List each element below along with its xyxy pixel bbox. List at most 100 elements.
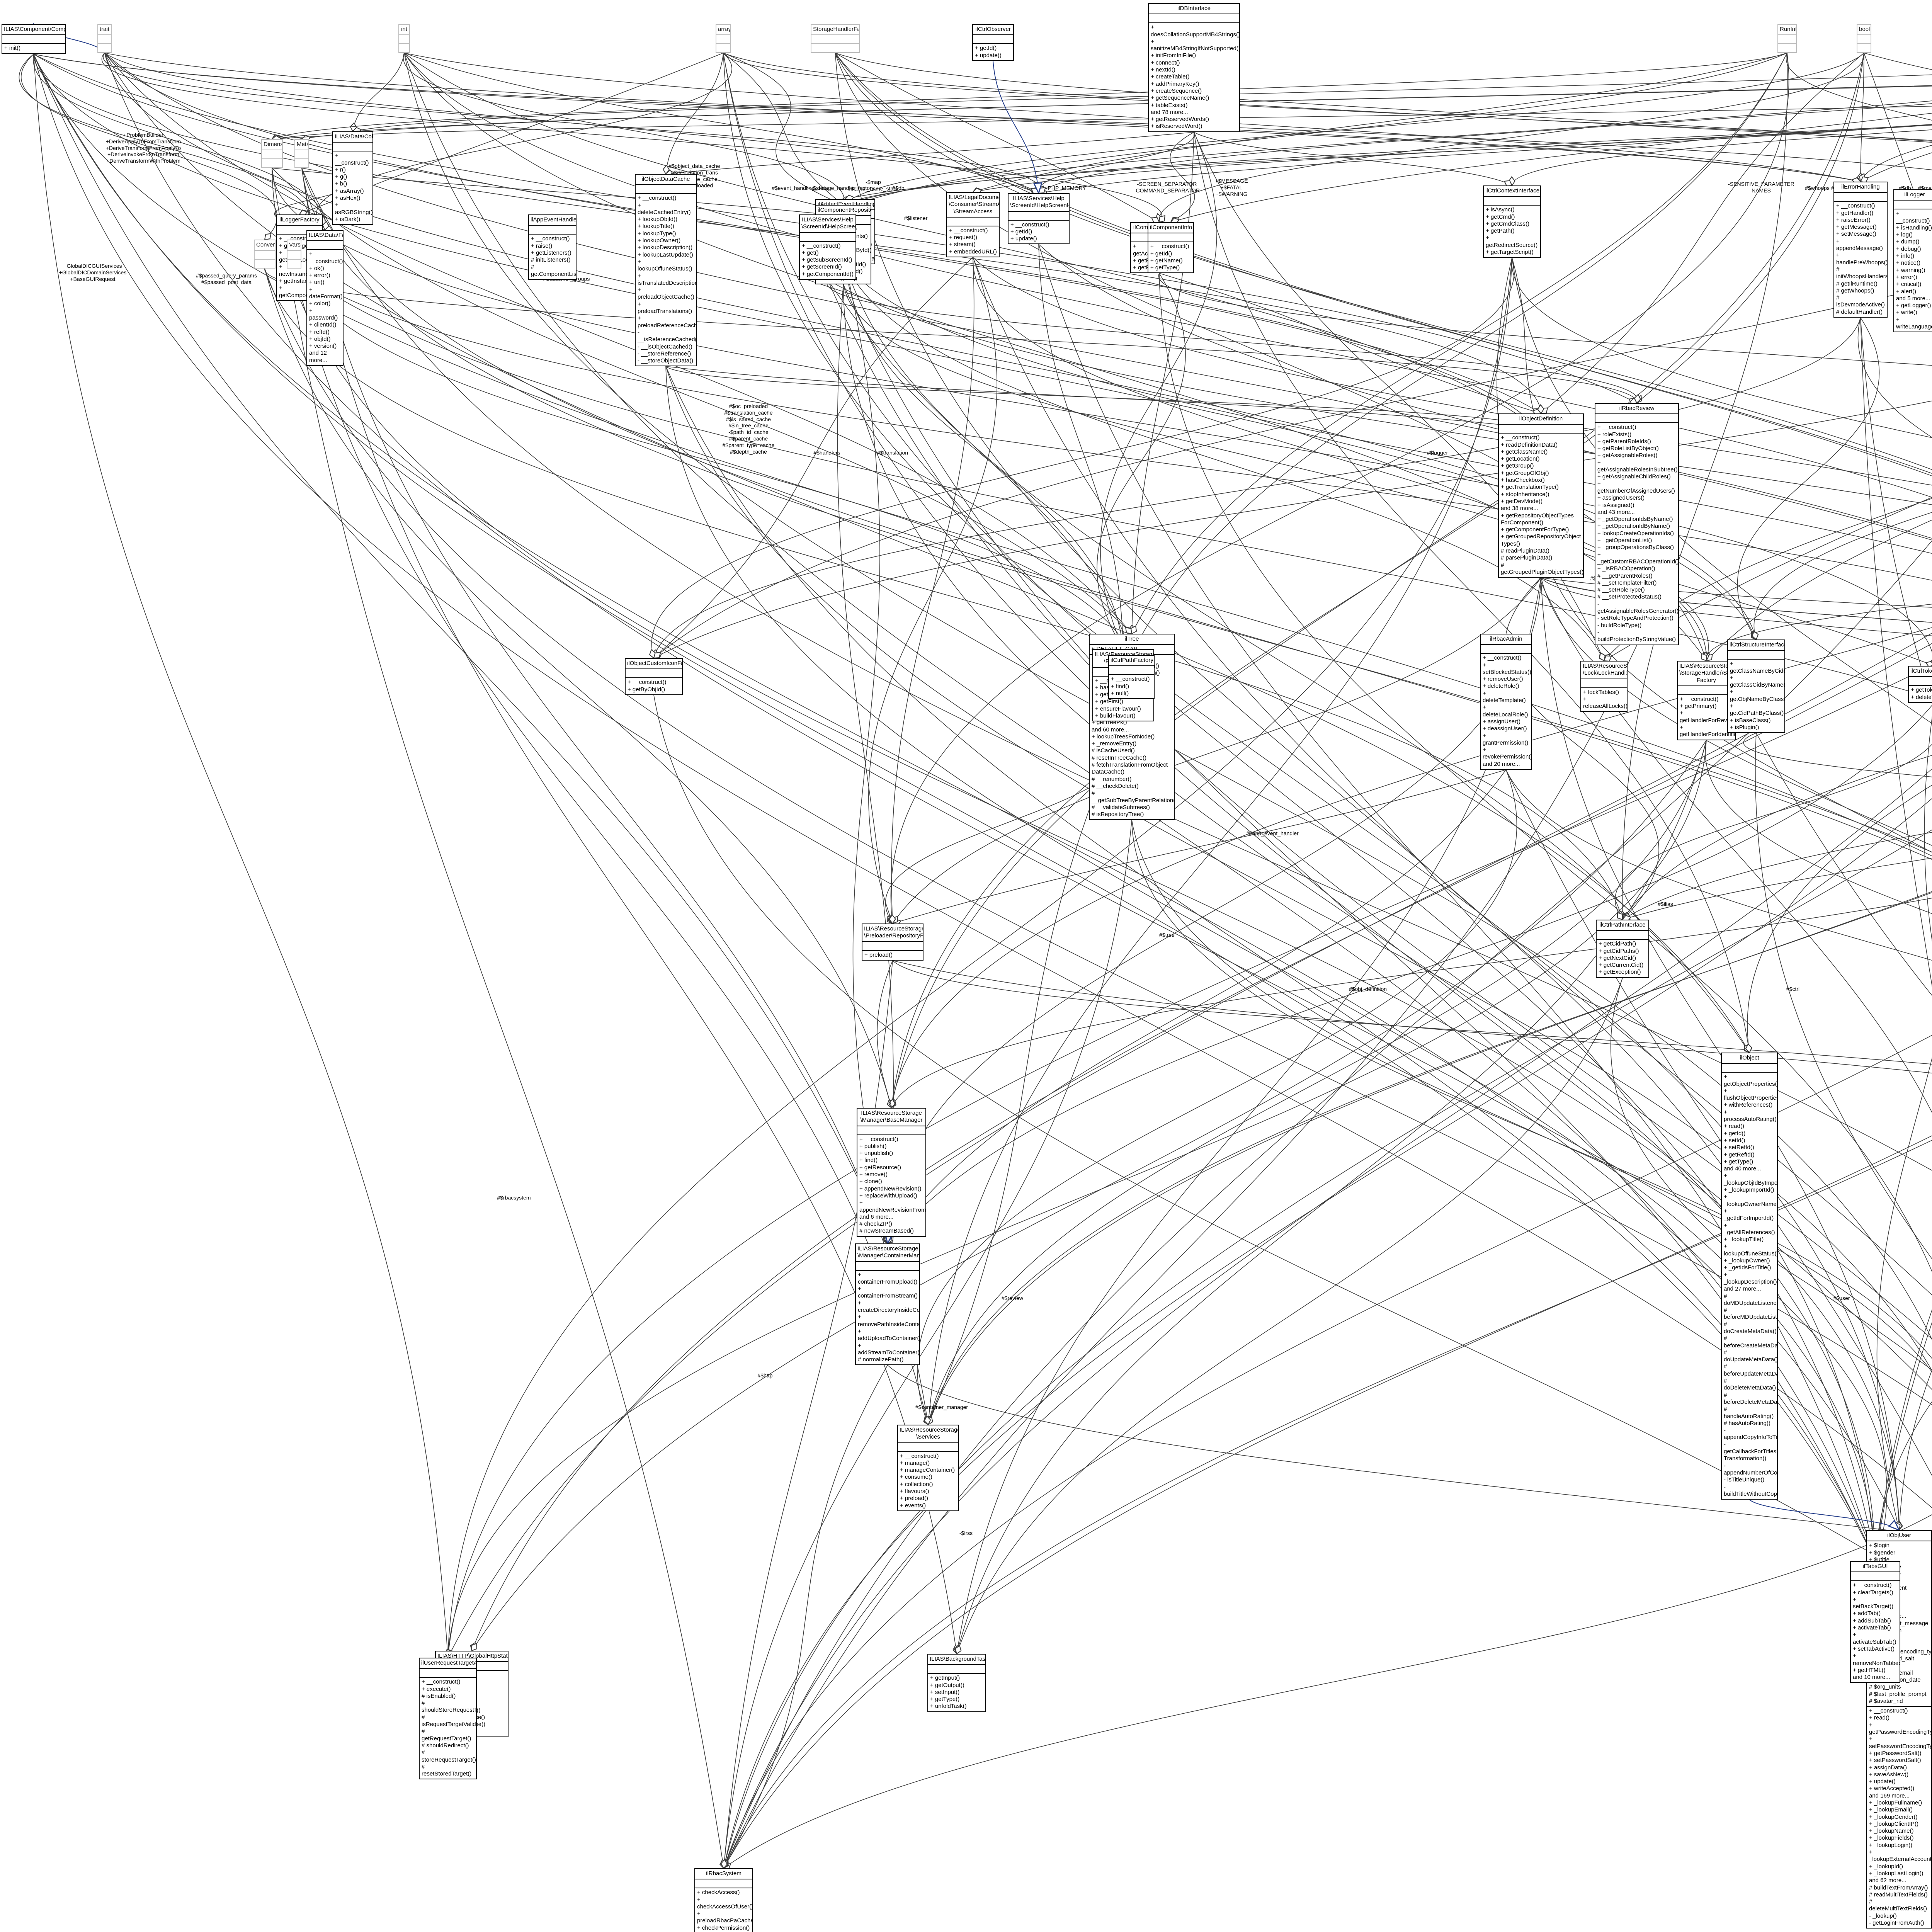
class-attributes — [1834, 193, 1887, 201]
uml-class-node[interactable]: array — [716, 24, 731, 53]
uml-class-node[interactable]: ILIAS\ResourceStorage \Services+ __const… — [897, 1425, 959, 1511]
uml-edge — [928, 740, 1707, 1425]
uml-class-node[interactable]: ilObject + getObjectProperties() + flushO… — [1721, 1053, 1778, 1500]
uml-class-node[interactable]: ILIAS\Data\Color+ __construct() + r() + … — [332, 131, 373, 225]
class-operations: + __construct() + find() + null() — [1111, 676, 1150, 697]
uml-edge — [301, 168, 1932, 1171]
class-attributes — [399, 35, 409, 43]
uml-edge — [665, 366, 1875, 1561]
edge-label: #$translation — [877, 449, 908, 456]
edge-label: #$event_handling_data — [772, 185, 828, 191]
uml-edge — [103, 53, 1040, 193]
class-operations — [295, 159, 308, 167]
uml-class-node[interactable]: ilObjectDefinition+ __construct() + read… — [1498, 413, 1584, 578]
uml-class-node[interactable]: ilLogger+ __construct() + isHandling() +… — [1893, 189, 1932, 333]
class-operations: + containerFromUpload() + containerFromS… — [858, 1271, 920, 1363]
uml-class-node[interactable]: ilCtrlTokenRepository+ getToken() + dele… — [1908, 666, 1932, 703]
uml-edge — [1737, 317, 1880, 639]
uml-edge — [891, 257, 975, 923]
uml-edge — [724, 829, 1932, 1868]
uml-edge — [1875, 1401, 1932, 1561]
uml-class-node[interactable]: Dimension — [261, 139, 283, 168]
uml-class-node[interactable]: ilRbacSystem+ checkAccess() + checkAcces… — [694, 1868, 753, 1932]
uml-class-node[interactable]: int — [398, 24, 410, 53]
uml-class-node[interactable]: ILIAS\Component\Component+ init() — [2, 24, 66, 54]
uml-edge — [1861, 152, 1932, 182]
uml-class-node[interactable]: ILIAS\Services\Help \ScreenId\HelpScreen… — [799, 214, 856, 280]
class-attributes — [1581, 679, 1627, 687]
uml-class-node[interactable]: ILIAS\ResourceStorage \Preloader\Reposit… — [862, 923, 923, 961]
uml-class-node[interactable]: ILIAS\ResourceStorage \Manager\Container… — [855, 1243, 920, 1366]
uml-class-node[interactable]: ilCtrlPathInterface+ getCidPath() + getC… — [1596, 920, 1649, 978]
class-name: Dimension — [264, 141, 283, 148]
class-attributes — [862, 942, 923, 950]
uml-class-node[interactable]: ilDBInterface+ doesCollationSupportMB4St… — [1148, 3, 1240, 132]
uml-class-node[interactable]: ilRbacReview+ __construct() + roleExists… — [1595, 403, 1679, 645]
class-operations — [399, 44, 409, 52]
class-name: ILIAS\ResourceStorage \Services — [900, 1427, 959, 1440]
edge-label: #$whoops — [1805, 185, 1830, 191]
uml-class-node[interactable]: ILIAS\Data\Factory+ __construct() + ok()… — [306, 230, 344, 366]
uml-class-node[interactable]: ilRbacAdmin+ __construct() + setBlockedS… — [1480, 634, 1532, 770]
class-name: ilComponentRepository — [818, 207, 871, 213]
uml-edge — [302, 86, 1932, 139]
class-operations: + doesCollationSupportMB4Strings() + san… — [1151, 24, 1240, 130]
uml-class-node[interactable]: ilObjectDataCache+ __construct() + delet… — [635, 174, 697, 367]
edge-label: #$db — [892, 185, 905, 191]
uml-class-node[interactable]: StorageHandlerFactory — [811, 24, 860, 53]
uml-class-node[interactable]: ILIAS\ResourceStorage \Lock\LockHandler+… — [1580, 661, 1628, 712]
class-operations: + isAsync() + getCmd() + getCmdClass() +… — [1486, 206, 1538, 256]
uml-edge — [724, 540, 1932, 1868]
uml-class-node[interactable]: ilObjectCustomIconFactory+ __construct()… — [625, 658, 683, 695]
uml-class-node[interactable]: ilComponentInfo+ __construct() + getId()… — [1148, 222, 1194, 274]
edge-label: #$listener — [904, 215, 928, 221]
class-operations: + __construct() + clearTargets() + setBa… — [1853, 1582, 1900, 1681]
uml-class-node[interactable]: ilErrorHandling+ __construct() + getHand… — [1833, 182, 1888, 318]
class-name: ilUserRequestTargetAdjustment — [421, 1660, 476, 1666]
uml-class-node[interactable]: Vars — [287, 240, 301, 269]
uml-class-node[interactable]: ILIAS\ResourceStorage \Manager\BaseManag… — [857, 1108, 926, 1237]
uml-edge — [1038, 244, 1123, 649]
uml-edge — [20, 54, 278, 240]
uml-class-node[interactable]: ilCtrlObserver+ getId() + update() — [972, 24, 1014, 61]
uml-class-node[interactable]: trait — [97, 24, 112, 53]
class-operations: + __construct() + r() + g() + b() + asAr… — [335, 152, 373, 223]
uml-edge — [868, 257, 997, 923]
uml-edge — [1706, 604, 1932, 661]
class-attributes — [1728, 651, 1784, 659]
uml-class-node[interactable]: ilAppEventHandler+ __construct() + raise… — [528, 214, 577, 280]
uml-class-node[interactable]: ILIAS\LegalDocuments \Consumer\StreamAcc… — [946, 192, 1000, 258]
uml-edge — [294, 268, 928, 1425]
class-name: ILIAS\ResourceStorage \Lock\LockHandler — [1583, 663, 1628, 677]
uml-class-node[interactable]: ILIAS\BackgroundTasks\Task+ getInput() +… — [927, 1654, 986, 1712]
uml-class-node[interactable]: Converter — [254, 240, 276, 269]
uml-edge — [888, 1237, 891, 1243]
class-name: ilLogger — [1904, 191, 1925, 198]
uml-class-node[interactable]: ilTabsGUI+ __construct() + clearTargets(… — [1850, 1561, 1900, 1683]
class-operations — [716, 44, 730, 52]
uml-edge — [1706, 519, 1932, 661]
uml-class-node[interactable]: ilCtrlPathFactory+ __construct() + find(… — [1108, 655, 1155, 699]
aggregation-edges — [19, 53, 1932, 1932]
uml-class-node[interactable]: ILIAS\Services\Help \ScreenId\HelpScreen… — [1008, 193, 1070, 245]
uml-class-node[interactable]: bool — [1857, 24, 1871, 53]
class-operations: + __construct() + publish() + unpublish(… — [859, 1136, 926, 1235]
class-divider — [716, 43, 730, 44]
uml-class-node[interactable]: Meta — [294, 139, 309, 168]
uml-edge — [665, 366, 1538, 429]
class-attributes — [420, 1669, 476, 1677]
class-attributes — [947, 218, 999, 226]
class-operations: + getObjectProperties() + flushObjectPro… — [1724, 1073, 1778, 1497]
uml-edge — [973, 257, 1932, 486]
class-operations: + __construct() + read() + getPasswordEn… — [1869, 1708, 1932, 1927]
uml-edge — [102, 53, 1162, 222]
class-name: ilObject — [1740, 1054, 1759, 1061]
uml-edge — [301, 168, 957, 1654]
uml-class-node[interactable]: ilCtrlContextInterface+ isAsync() + getC… — [1483, 185, 1541, 258]
uml-edge — [928, 721, 1124, 1425]
class-attributes — [1678, 686, 1735, 694]
class-attributes — [800, 233, 855, 241]
uml-class-node[interactable]: RunInterface — [1777, 24, 1797, 53]
uml-class-node[interactable]: ilCtrlStructureInterface+ getClassNameBy… — [1727, 639, 1785, 733]
uml-class-node[interactable]: ilUserRequestTargetAdjustment+ __constru… — [419, 1658, 477, 1780]
